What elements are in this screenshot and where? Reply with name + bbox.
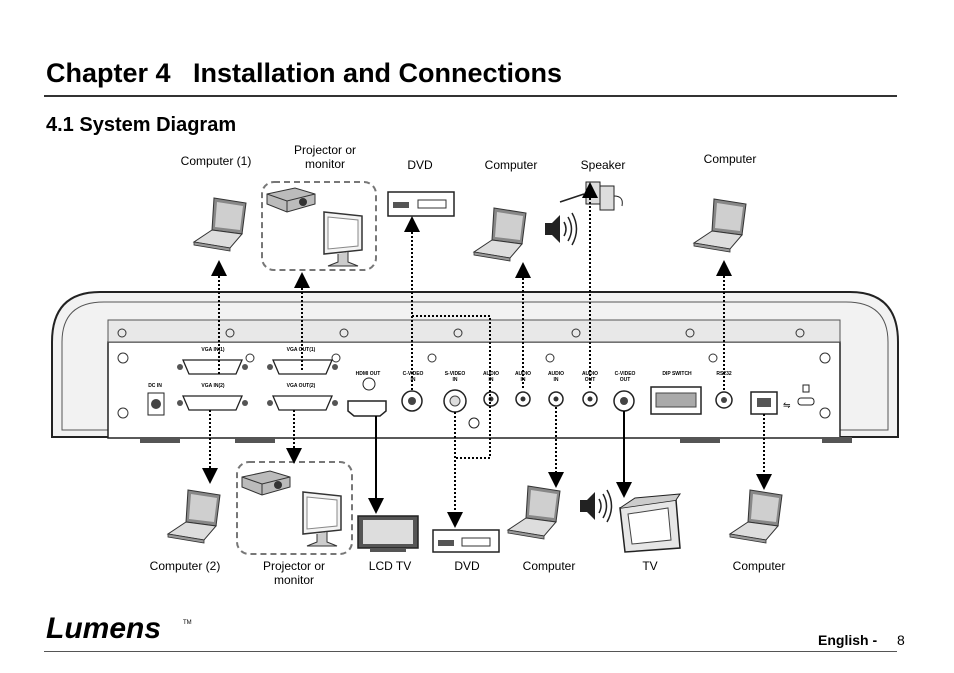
label-projector-bottom: Projector or monitor	[262, 559, 326, 587]
label-computer-rs232: Computer	[703, 152, 757, 166]
port-vga-in1: VGA IN(1)	[201, 347, 225, 353]
label-computer-top: Computer	[484, 158, 538, 172]
port-rs232: RS232	[716, 371, 732, 377]
section-title: 4.1 System Diagram	[46, 114, 237, 136]
lumens-logo: Lumens	[46, 612, 162, 645]
label-projector-top: Projector or monitor	[293, 143, 357, 171]
footer-rule	[44, 651, 897, 652]
port-vga-out1: VGA OUT(1)	[286, 347, 316, 353]
trademark-mark: TM	[183, 620, 192, 626]
port-audio-in-2: AUDIO IN	[514, 371, 532, 383]
port-dip-switch: DIP SWITCH	[662, 371, 692, 377]
footer-language: English -	[818, 632, 878, 648]
port-hdmi-out: HDMI OUT	[355, 371, 381, 377]
port-c-video-in: C-VIDEO IN	[402, 371, 424, 383]
port-vga-in2: VGA IN(2)	[201, 383, 225, 389]
port-audio-out: AUDIO OUT	[581, 371, 599, 383]
svg-text:⇋: ⇋	[783, 401, 791, 411]
label-computer-usb: Computer	[732, 559, 786, 573]
label-computer-1: Computer (1)	[180, 154, 252, 168]
label-dvd-bottom: DVD	[454, 559, 480, 573]
header-rule	[44, 95, 897, 97]
chapter-title: Chapter 4 Installation and Connections	[46, 58, 563, 88]
port-audio-in-1: AUDIO IN	[482, 371, 500, 383]
label-tv: TV	[642, 559, 658, 573]
port-dc-in: DC IN	[148, 383, 162, 389]
port-vga-out2: VGA OUT(2)	[286, 383, 316, 389]
label-dvd-top: DVD	[407, 158, 433, 172]
label-lcd-tv: LCD TV	[368, 559, 412, 573]
port-s-video-in: S-VIDEO IN	[444, 371, 466, 383]
page-number: 8	[897, 632, 905, 648]
label-computer-bottom: Computer	[522, 559, 576, 573]
label-computer-2: Computer (2)	[149, 559, 221, 573]
port-audio-in-3: AUDIO IN	[547, 371, 565, 383]
label-speaker: Speaker	[580, 158, 626, 172]
port-c-video-out: C-VIDEO OUT	[614, 371, 636, 383]
